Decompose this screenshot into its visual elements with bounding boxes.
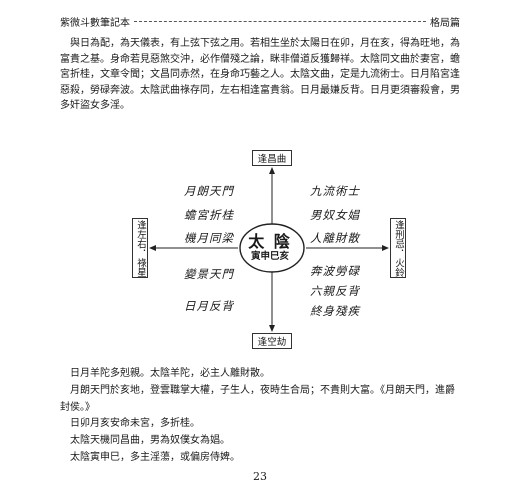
right-line-6: 終身殘疾 [310,304,360,318]
bottom-paragraph-2: 月朗天門於亥地，登雲職掌大權，子生人，夜時生合局；不貴則大富。《月朗天門，進爵封… [60,384,455,413]
bottom-paragraph-block: 日月羊陀多剋親。太陰羊陀，必主人離財散。 月朗天門於亥地，登雲職掌大權，子生人，… [60,366,464,467]
header-rule [134,20,426,22]
right-line-2: 男奴女娼 [310,208,360,222]
right-line-3: 人離財散 [310,231,360,245]
right-line-5: 六親反背 [310,284,360,298]
book-title: 紫微斗數筆記本 [60,17,130,29]
box-right: 逢刑忌．火鈴 [390,218,406,278]
top-paragraph: 與日為配，為天儀表，有上弦下弦之用。若相生坐於太陽日在卯，月在亥，得為旺地，為富… [60,38,460,112]
right-line-1: 九流術士 [310,184,360,198]
center-label: 太 陰 寅申巳亥 [240,223,300,273]
page-number: 23 [253,470,267,483]
page-header: 紫微斗數筆記本 格局篇 [60,14,460,29]
center-ellipse [239,223,305,273]
center-sub: 寅申巳亥 [250,251,289,262]
bottom-paragraph-1: 日月羊陀多剋親。太陰羊陀，必主人離財散。 [70,368,270,379]
bottom-paragraph-5: 太陰寅申巳，多主淫蕩，或偏房侍婢。 [70,451,240,463]
box-left: 逢左右．祿星 [132,218,148,278]
left-line-5: 日月反背 [184,299,234,313]
left-line-3: 機月同梁 [184,231,234,245]
left-line-4: 變景天門 [184,267,234,281]
left-line-2: 蟾宮折桂 [184,208,234,222]
right-line-4: 奔波勞碌 [310,264,360,278]
center-main: 太 陰 [248,232,292,251]
section-title: 格局篇 [430,17,460,29]
left-line-1: 月朗天門 [184,184,234,198]
box-bottom: 逢空劫 [252,333,292,349]
box-top: 逢昌曲 [252,150,292,166]
top-paragraph-block: 與日為配，為天儀表，有上弦下弦之用。若相生坐於太陽日在卯，月在亥，得為旺地，為富… [60,36,464,114]
bottom-paragraph-4: 太陰天機同昌曲，男為奴僕女為娼。 [70,435,230,447]
bottom-paragraph-3: 日卯月亥安命未宮，多折桂。 [70,418,200,430]
